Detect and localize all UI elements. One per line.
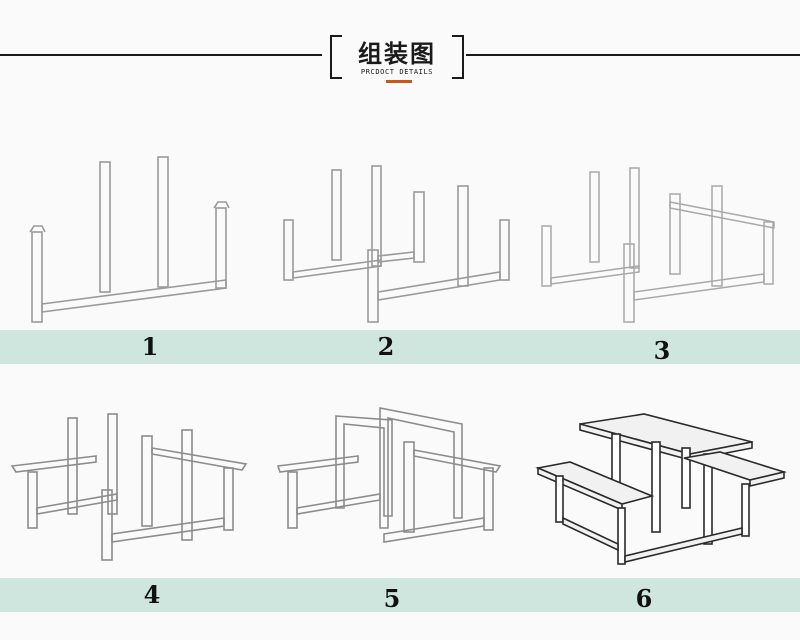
step-number-band: 4 5 6	[0, 578, 800, 613]
step-number-3: 3	[653, 336, 671, 365]
step-number-band: 1 2 3	[0, 330, 800, 365]
header-bracket-left	[330, 35, 342, 79]
header-rule-right	[466, 54, 800, 56]
step-1-illustration	[10, 122, 266, 330]
page-subtitle: PRCDOCT DETAILS	[360, 68, 434, 76]
step-6-illustration	[534, 368, 790, 576]
frame-step-3-icon	[541, 167, 775, 323]
step-4-illustration	[10, 368, 266, 576]
frame-step-5-icon	[276, 407, 502, 543]
frame-step-4-icon	[10, 413, 248, 561]
assembled-table-icon	[535, 413, 788, 565]
step-number-1: 1	[141, 332, 159, 361]
step-number-2: 2	[377, 332, 395, 361]
frame-step-2-icon	[283, 165, 510, 323]
section-header: 组装图 PRCDOCT DETAILS	[0, 0, 800, 110]
step-number-4: 4	[143, 580, 161, 609]
step-5-illustration	[272, 368, 528, 576]
frame-step-1-icon	[29, 156, 230, 323]
header-bracket-right	[452, 35, 464, 79]
page-title: 组装图	[358, 40, 436, 68]
title-accent-bar	[386, 80, 412, 83]
header-rule-left	[0, 54, 322, 56]
step-3-illustration	[534, 122, 790, 330]
step-number-6: 6	[635, 584, 653, 613]
step-2-illustration	[272, 122, 528, 330]
step-number-5: 5	[383, 584, 401, 613]
